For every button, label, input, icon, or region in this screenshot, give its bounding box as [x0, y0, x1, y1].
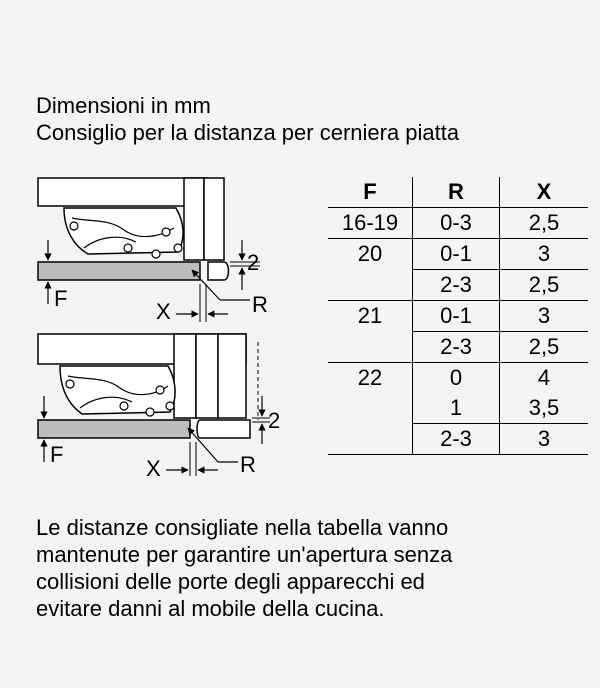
table-row: 2-3 3	[328, 423, 588, 455]
header-f: F	[328, 177, 413, 208]
cell-x: 3	[499, 238, 588, 270]
cell-r: 0	[412, 362, 500, 393]
header-r: R	[412, 177, 500, 208]
table-row: 1 3,5	[328, 393, 588, 424]
table-row: 20 0-1 3	[328, 238, 588, 270]
label-x-bottom: X	[146, 456, 161, 481]
cell-f: 20	[328, 238, 413, 270]
label-x-top: X	[156, 299, 171, 324]
table-row: 16-19 0-3 2,5	[328, 207, 588, 239]
heading: Dimensioni in mm Consiglio per la distan…	[36, 92, 459, 146]
note-line: collisioni delle porte degli apparecchi …	[36, 569, 425, 594]
recommendation-note: Le distanze consigliate nella tabella va…	[36, 514, 452, 622]
cell-f	[328, 423, 413, 455]
label-f-bottom: F	[50, 442, 63, 467]
hinge-diagrams: 2 F R X	[37, 177, 280, 481]
cell-r: 2-3	[412, 423, 500, 455]
cell-f	[328, 270, 413, 301]
cell-x: 3,5	[499, 393, 588, 424]
cell-f: 21	[328, 300, 413, 332]
hinge-diagram-top	[37, 177, 260, 322]
cell-x: 3	[499, 423, 588, 455]
cell-x: 2,5	[499, 269, 588, 301]
table-row: 2-3 2,5	[328, 331, 588, 363]
table-row: 22 0 4	[328, 362, 588, 393]
label-2-top: 2	[247, 250, 259, 275]
cell-r: 1	[412, 393, 500, 424]
label-2-bottom: 2	[268, 408, 280, 433]
header-x: X	[499, 177, 588, 208]
table-row: 2-3 2,5	[328, 269, 588, 301]
cell-x: 3	[499, 300, 588, 332]
cell-f: 16-19	[341, 210, 399, 235]
heading-units: Dimensioni in mm	[36, 93, 211, 118]
cell-f	[328, 393, 413, 424]
cell-r: 0-1	[412, 238, 500, 270]
cell-r: 2-3	[412, 269, 500, 301]
note-line: Le distanze consigliate nella tabella va…	[36, 515, 449, 540]
cell-r: 0-1	[412, 300, 500, 332]
label-f-top: F	[54, 286, 67, 311]
table-header-row: F R X	[328, 177, 588, 208]
cell-x: 2,5	[499, 331, 588, 363]
cell-r: 2-3	[412, 331, 500, 363]
hinge-diagram-bottom	[37, 333, 270, 476]
label-r-bottom: R	[240, 452, 256, 477]
heading-title: Consiglio per la distanza per cerniera p…	[36, 120, 460, 145]
label-r-top: R	[252, 292, 268, 317]
note-line: mantenute per garantire un'apertura senz…	[36, 542, 453, 567]
cell-x: 2,5	[499, 207, 588, 239]
cell-r: 0-3	[412, 207, 500, 239]
dimension-table: F R X 16-19 0-3 2,5 20 0-1 3 2-3 2,5 21 …	[328, 177, 588, 455]
cell-f	[328, 332, 413, 363]
table-row: 21 0-1 3	[328, 300, 588, 332]
cell-f: 22	[328, 362, 413, 393]
note-line: evitare danni al mobile della cucina.	[36, 596, 385, 621]
cell-x: 4	[499, 362, 588, 393]
